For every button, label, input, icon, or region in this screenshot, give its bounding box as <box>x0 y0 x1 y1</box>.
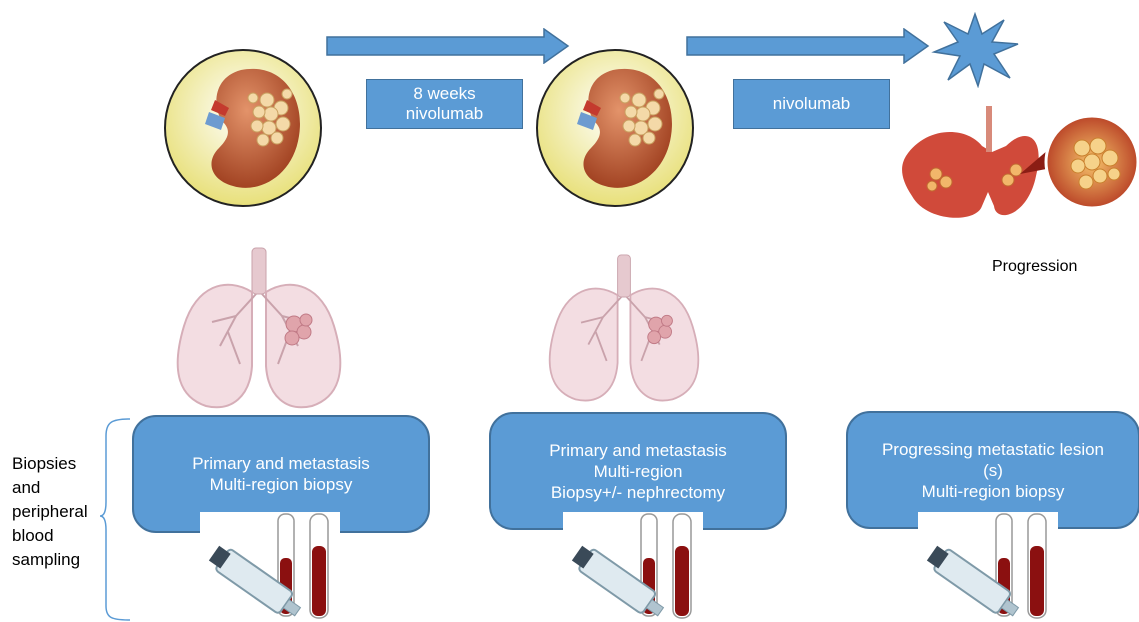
stage-line: Progressing metastatic lesion <box>882 439 1104 460</box>
lungs-illustration <box>166 246 352 412</box>
stage-line: Multi-region biopsy <box>922 481 1065 502</box>
treatment-label-8-weeks-nivolumab: 8 weeks nivolumab <box>366 79 523 129</box>
lungs-illustration <box>539 246 709 412</box>
stage-line: Biopsy+/- nephrectomy <box>551 482 725 503</box>
kidney-tumor-illustration <box>535 48 695 208</box>
treatment-label-line1: 8 weeks <box>413 84 475 104</box>
treatment-label-text: nivolumab <box>773 94 851 114</box>
syringe-and-blood-tubes-illustration <box>918 512 1058 622</box>
sampling-side-label: Biopsies and peripheral blood sampling <box>12 452 112 572</box>
stage-line: Primary and metastasis <box>549 440 727 461</box>
burst-star-icon <box>930 12 1020 88</box>
side-label-line: Biopsies <box>12 452 112 476</box>
syringe-and-blood-tubes-illustration <box>563 512 703 622</box>
side-label-line: and <box>12 476 112 500</box>
stage-line: Primary and metastasis <box>192 453 370 474</box>
side-label-line: sampling <box>12 548 112 572</box>
stage-line: Multi-region <box>594 461 683 482</box>
side-label-line: blood <box>12 524 112 548</box>
arrow-2 <box>686 28 930 64</box>
progression-label: Progression <box>992 258 1077 276</box>
arrow-1 <box>326 28 570 64</box>
curly-bracket <box>98 416 134 622</box>
treatment-label-line2: nivolumab <box>406 104 484 124</box>
treatment-label-nivolumab: nivolumab <box>733 79 890 129</box>
syringe-and-blood-tubes-illustration <box>200 512 340 622</box>
stage-line: (s) <box>983 460 1003 481</box>
lung-metastasis-illustration <box>896 96 1139 236</box>
stage-line: Multi-region biopsy <box>210 474 353 495</box>
side-label-line: peripheral <box>12 500 112 524</box>
kidney-tumor-illustration <box>163 48 323 208</box>
